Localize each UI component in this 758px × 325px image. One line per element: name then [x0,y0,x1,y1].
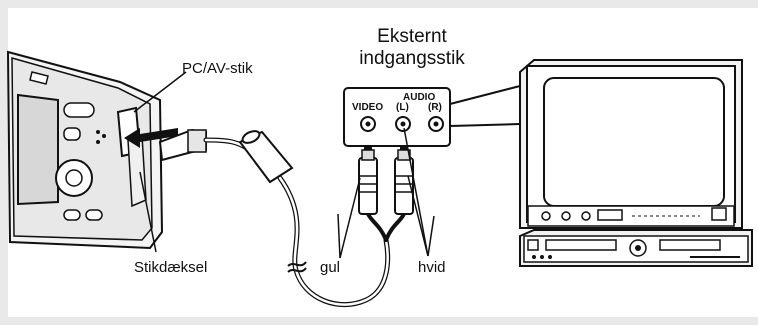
external-input-label-line2: indgangsstik [359,48,465,69]
jack-cover-label: Stikdæksel [134,259,207,276]
right-channel-label: (R) [428,102,442,113]
audio-jack-label: AUDIO [403,92,435,103]
tv-illustration [519,59,743,229]
rca-plug-yellow [358,149,378,215]
video-jack-label: VIDEO [352,102,383,113]
top-band [0,0,758,8]
external-input-label-line1: Eksternt [377,26,447,47]
leader-lines [133,71,435,259]
panel-callout-lines [449,85,521,127]
white-label: hvid [418,259,446,276]
rca-plug-white [394,149,414,215]
input-jack-panel [343,87,451,147]
rca-split-cables [366,212,406,242]
yellow-label: gul [320,259,340,276]
pc-av-jack-label: PC/AV-stik [182,60,253,77]
left-channel-label: (L) [396,102,409,113]
cable-break-mark [287,261,307,273]
ferrite-core [238,130,294,184]
vcr-illustration [519,229,753,267]
camera-illustration [6,50,164,250]
insert-arrow [124,128,178,148]
